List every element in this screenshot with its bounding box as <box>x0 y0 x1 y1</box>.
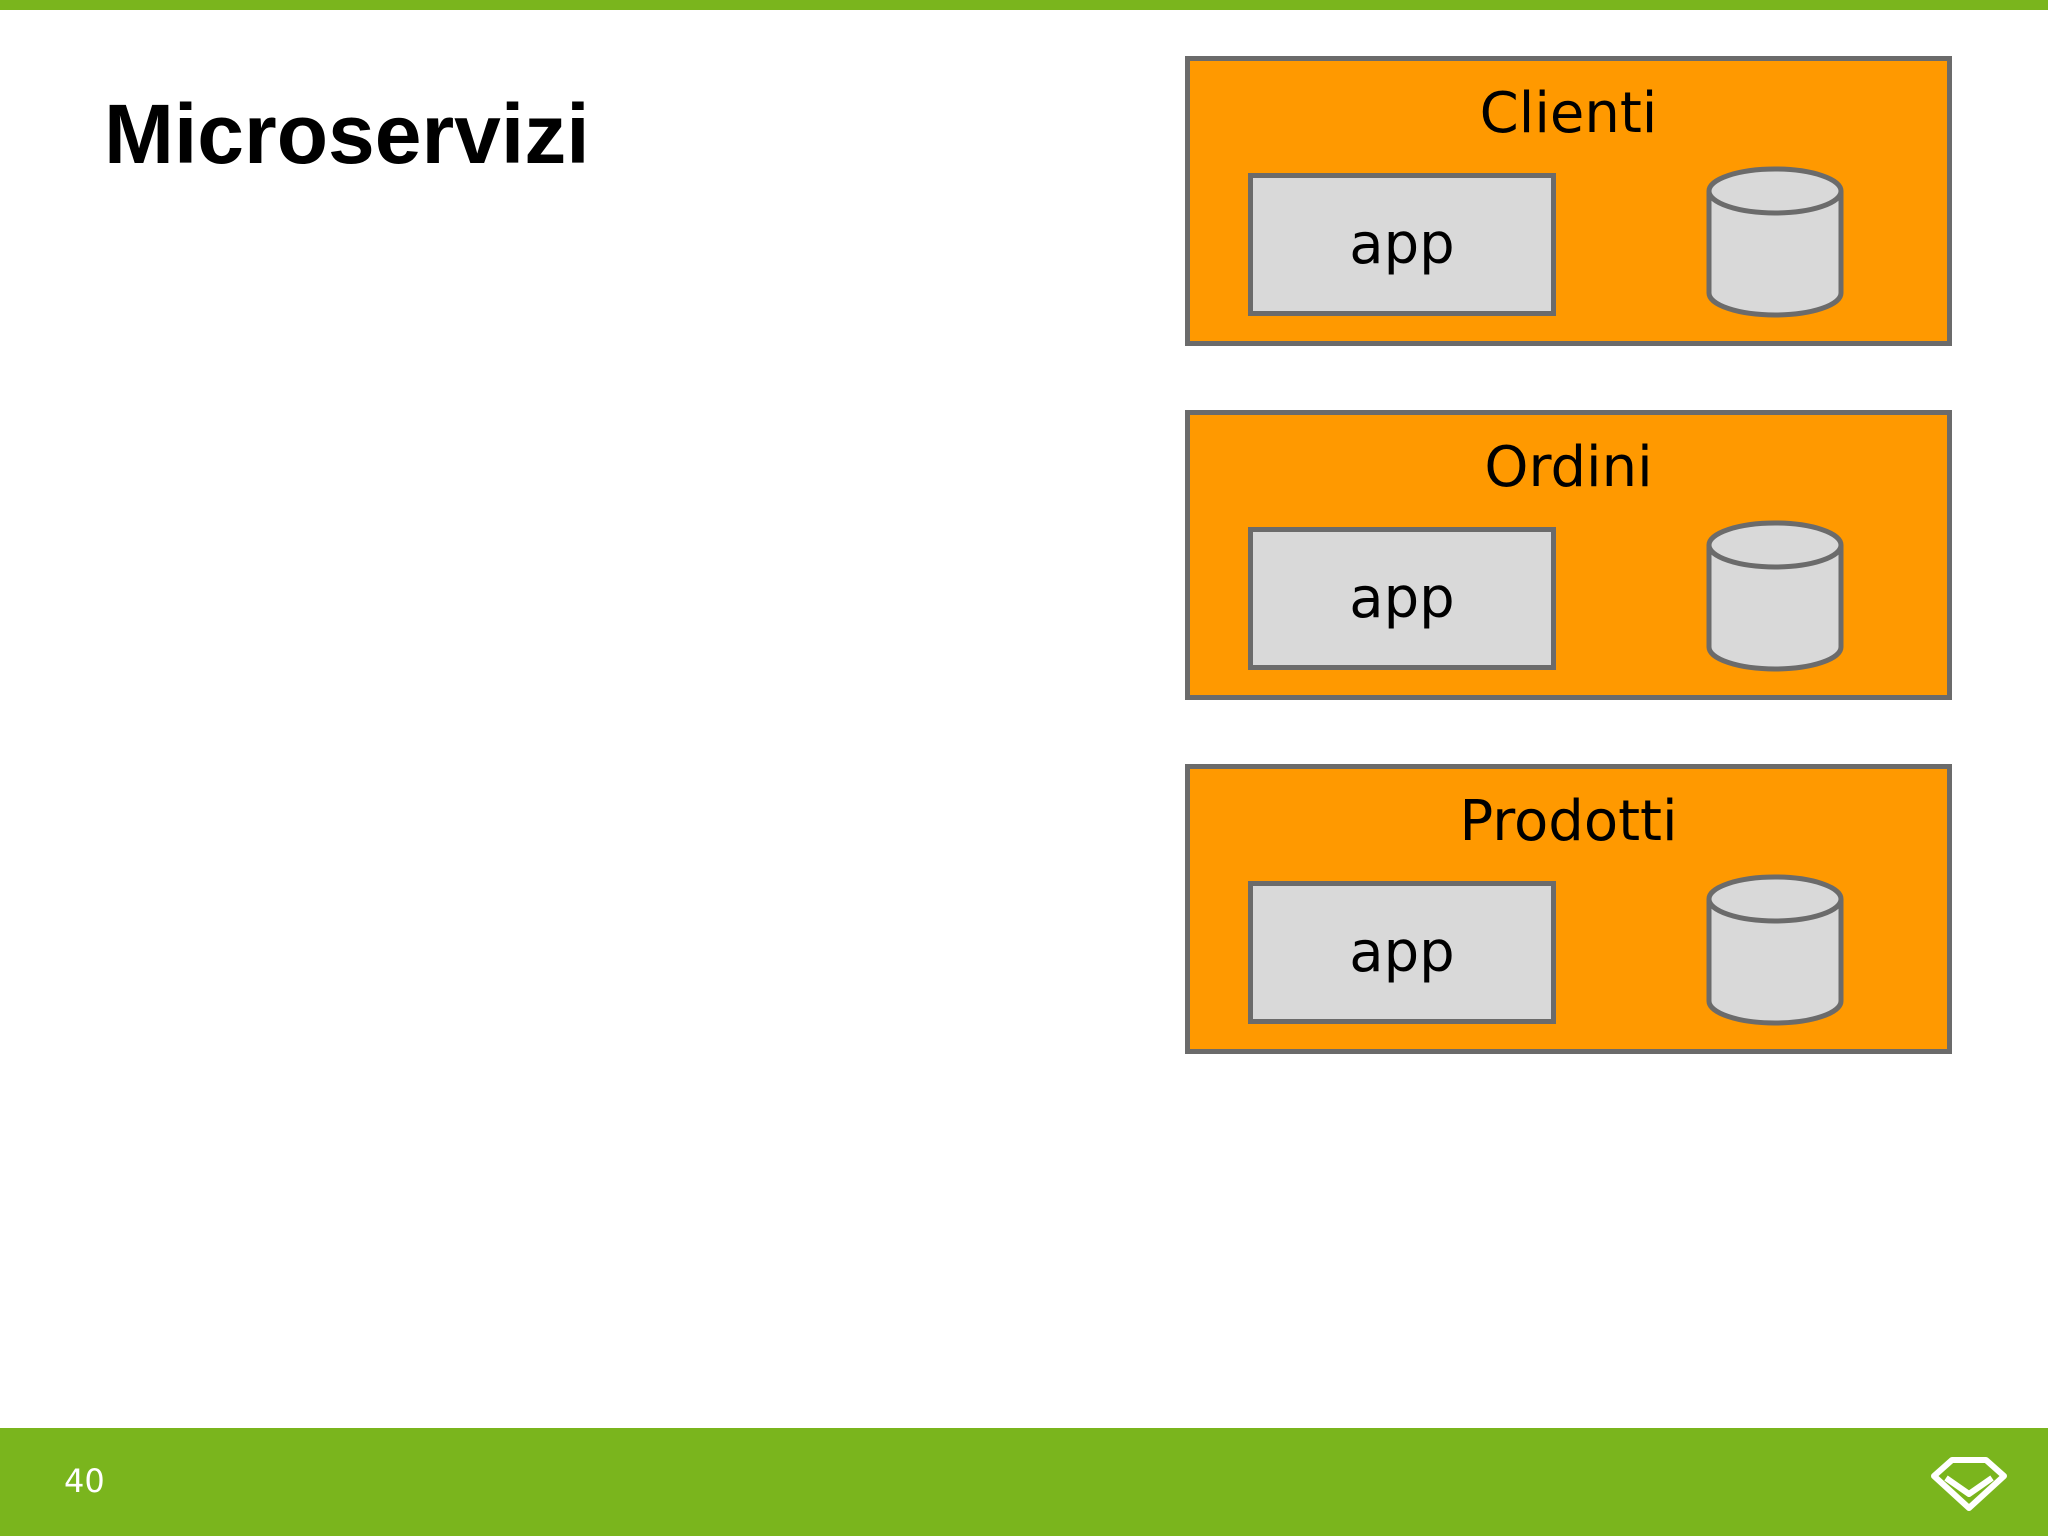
app-box: app <box>1248 881 1556 1024</box>
diamond-logo-icon <box>1931 1457 2007 1511</box>
service-box-ordini: Ordini app <box>1185 410 1952 700</box>
database-icon <box>1706 166 1844 318</box>
service-box-prodotti: Prodotti app <box>1185 764 1952 1054</box>
page-number: 40 <box>64 1462 105 1500</box>
service-title: Clienti <box>1479 81 1658 146</box>
database-icon <box>1706 520 1844 672</box>
service-box-clienti: Clienti app <box>1185 56 1952 346</box>
slide-title: Microservizi <box>104 87 590 181</box>
app-label: app <box>1349 566 1455 631</box>
footer-bar: 40 <box>0 1428 2048 1536</box>
app-label: app <box>1349 212 1455 277</box>
app-box: app <box>1248 173 1556 316</box>
service-title: Prodotti <box>1459 789 1678 854</box>
top-accent-stripe <box>0 0 2048 10</box>
service-title: Ordini <box>1484 435 1653 500</box>
app-box: app <box>1248 527 1556 670</box>
database-icon <box>1706 874 1844 1026</box>
app-label: app <box>1349 920 1455 985</box>
